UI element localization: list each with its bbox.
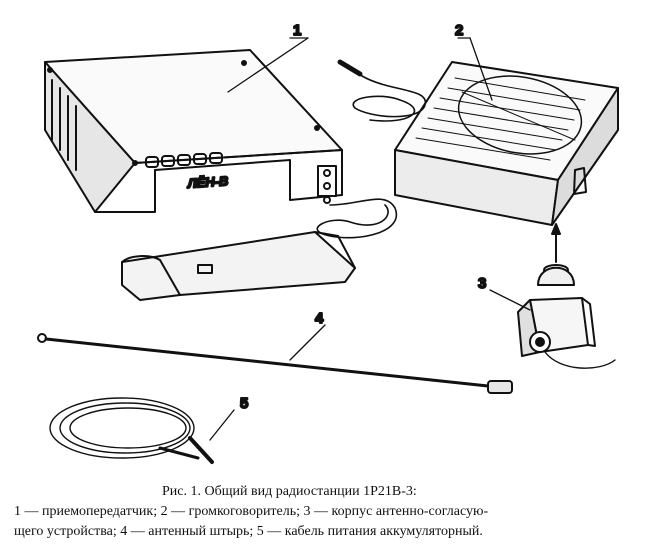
equipment-illustration: ЛЁН-В: [37, 21, 619, 464]
callout-2: 2: [455, 22, 463, 39]
caption-title: Рис. 1. Общий вид радиостанции 1Р21В-3:: [162, 484, 417, 499]
callout-3: 3: [478, 275, 486, 292]
transceiver-unit: [44, 49, 343, 213]
loudspeaker-unit: [394, 61, 619, 226]
figure-caption: Рис. 1. Общий вид радиостанции 1Р21В-3: …: [0, 481, 652, 551]
brand-label: ЛЁН-В: [186, 173, 229, 191]
callout-1: 1: [293, 22, 301, 39]
antenna-matching-device: [517, 223, 616, 369]
callout-leaders: [209, 37, 531, 441]
caption-legend-line-1: 1 — приемопередатчик; 2 — громкоговорите…: [14, 504, 489, 519]
antenna-rod: [37, 333, 513, 394]
handset-microphone: [121, 231, 356, 301]
power-cable: [49, 397, 214, 464]
callout-4: 4: [315, 310, 324, 327]
callout-5: 5: [240, 395, 248, 412]
loudspeaker-cord: [337, 59, 427, 122]
handset-cord: [316, 198, 398, 239]
caption-legend-line-2: щего устройства; 4 — антенный штырь; 5 —…: [14, 524, 483, 539]
